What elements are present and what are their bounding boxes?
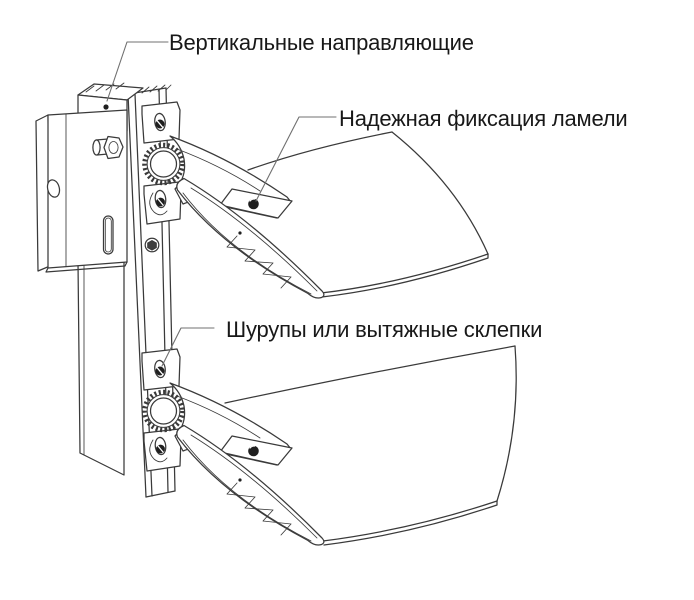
mounting-plate — [77, 255, 125, 476]
bracket-bolt — [92, 135, 124, 160]
bracket-vertical-slot — [102, 215, 114, 255]
wall-bracket — [35, 109, 128, 273]
leader-screws-rivets — [161, 327, 215, 367]
leader-lamella-fixation — [255, 116, 337, 202]
label-screws-rivets: Шурупы или вытяжные склепки — [226, 317, 543, 342]
leader-vertical-guides — [106, 41, 169, 102]
rail-screw — [144, 237, 160, 253]
label-lamella-fixation: Надежная фиксация ламели — [339, 106, 628, 131]
leader-target-dot — [103, 104, 109, 110]
label-vertical-guides: Вертикальные направляющие — [169, 30, 474, 55]
bracket-oval-hole — [46, 179, 61, 198]
lamella-panel-lower — [195, 345, 517, 546]
lamella-panel-upper — [200, 131, 489, 298]
